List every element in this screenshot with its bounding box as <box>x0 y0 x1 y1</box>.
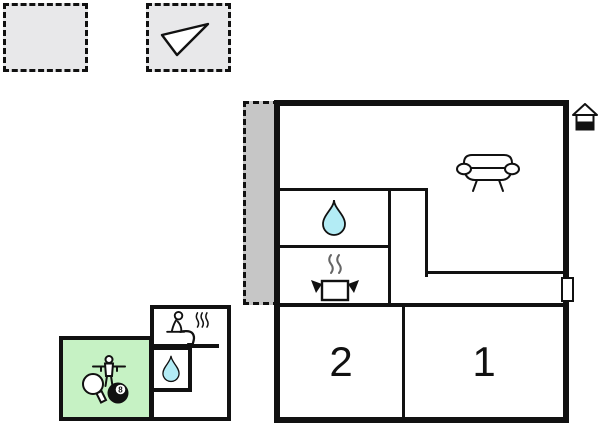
main-building: 2 1 <box>274 100 574 423</box>
bedroom-1: 1 <box>405 307 563 417</box>
north-arrow-icon <box>160 22 210 57</box>
billiard-8-ball-icon: 8 <box>107 382 129 404</box>
sauna-person-icon <box>166 310 209 346</box>
game-room: 8 <box>59 336 153 421</box>
water-drop-icon <box>162 355 180 383</box>
wall-bedroom-divider <box>402 307 405 417</box>
sofa-icon <box>456 154 520 192</box>
wall-kitchen-hallway <box>388 188 391 307</box>
wall-hallway-living-vertical <box>425 188 428 277</box>
cooking-pot-icon <box>311 254 359 302</box>
water-drop-icon <box>322 199 346 236</box>
house-icon <box>572 103 598 131</box>
foosball-player-icon <box>92 355 126 387</box>
eight-ball-label: 8 <box>118 386 123 395</box>
bedroom-1-label: 1 <box>472 338 496 385</box>
wall-bathroom-kitchen <box>280 245 391 248</box>
bedroom-2: 2 <box>280 307 402 417</box>
wall-living-bathroom <box>280 188 428 191</box>
bedroom-2-label: 2 <box>329 338 353 385</box>
game-room-icons: 8 <box>82 355 129 404</box>
table-tennis-paddle-icon <box>82 373 108 404</box>
annex-bathroom <box>150 346 192 392</box>
legend-box-north <box>146 3 231 72</box>
wall-bedrooms-top <box>280 303 563 307</box>
wall-hallway-living-horizontal <box>425 271 563 274</box>
legend-box-empty <box>3 3 88 72</box>
door-marker <box>561 277 574 302</box>
